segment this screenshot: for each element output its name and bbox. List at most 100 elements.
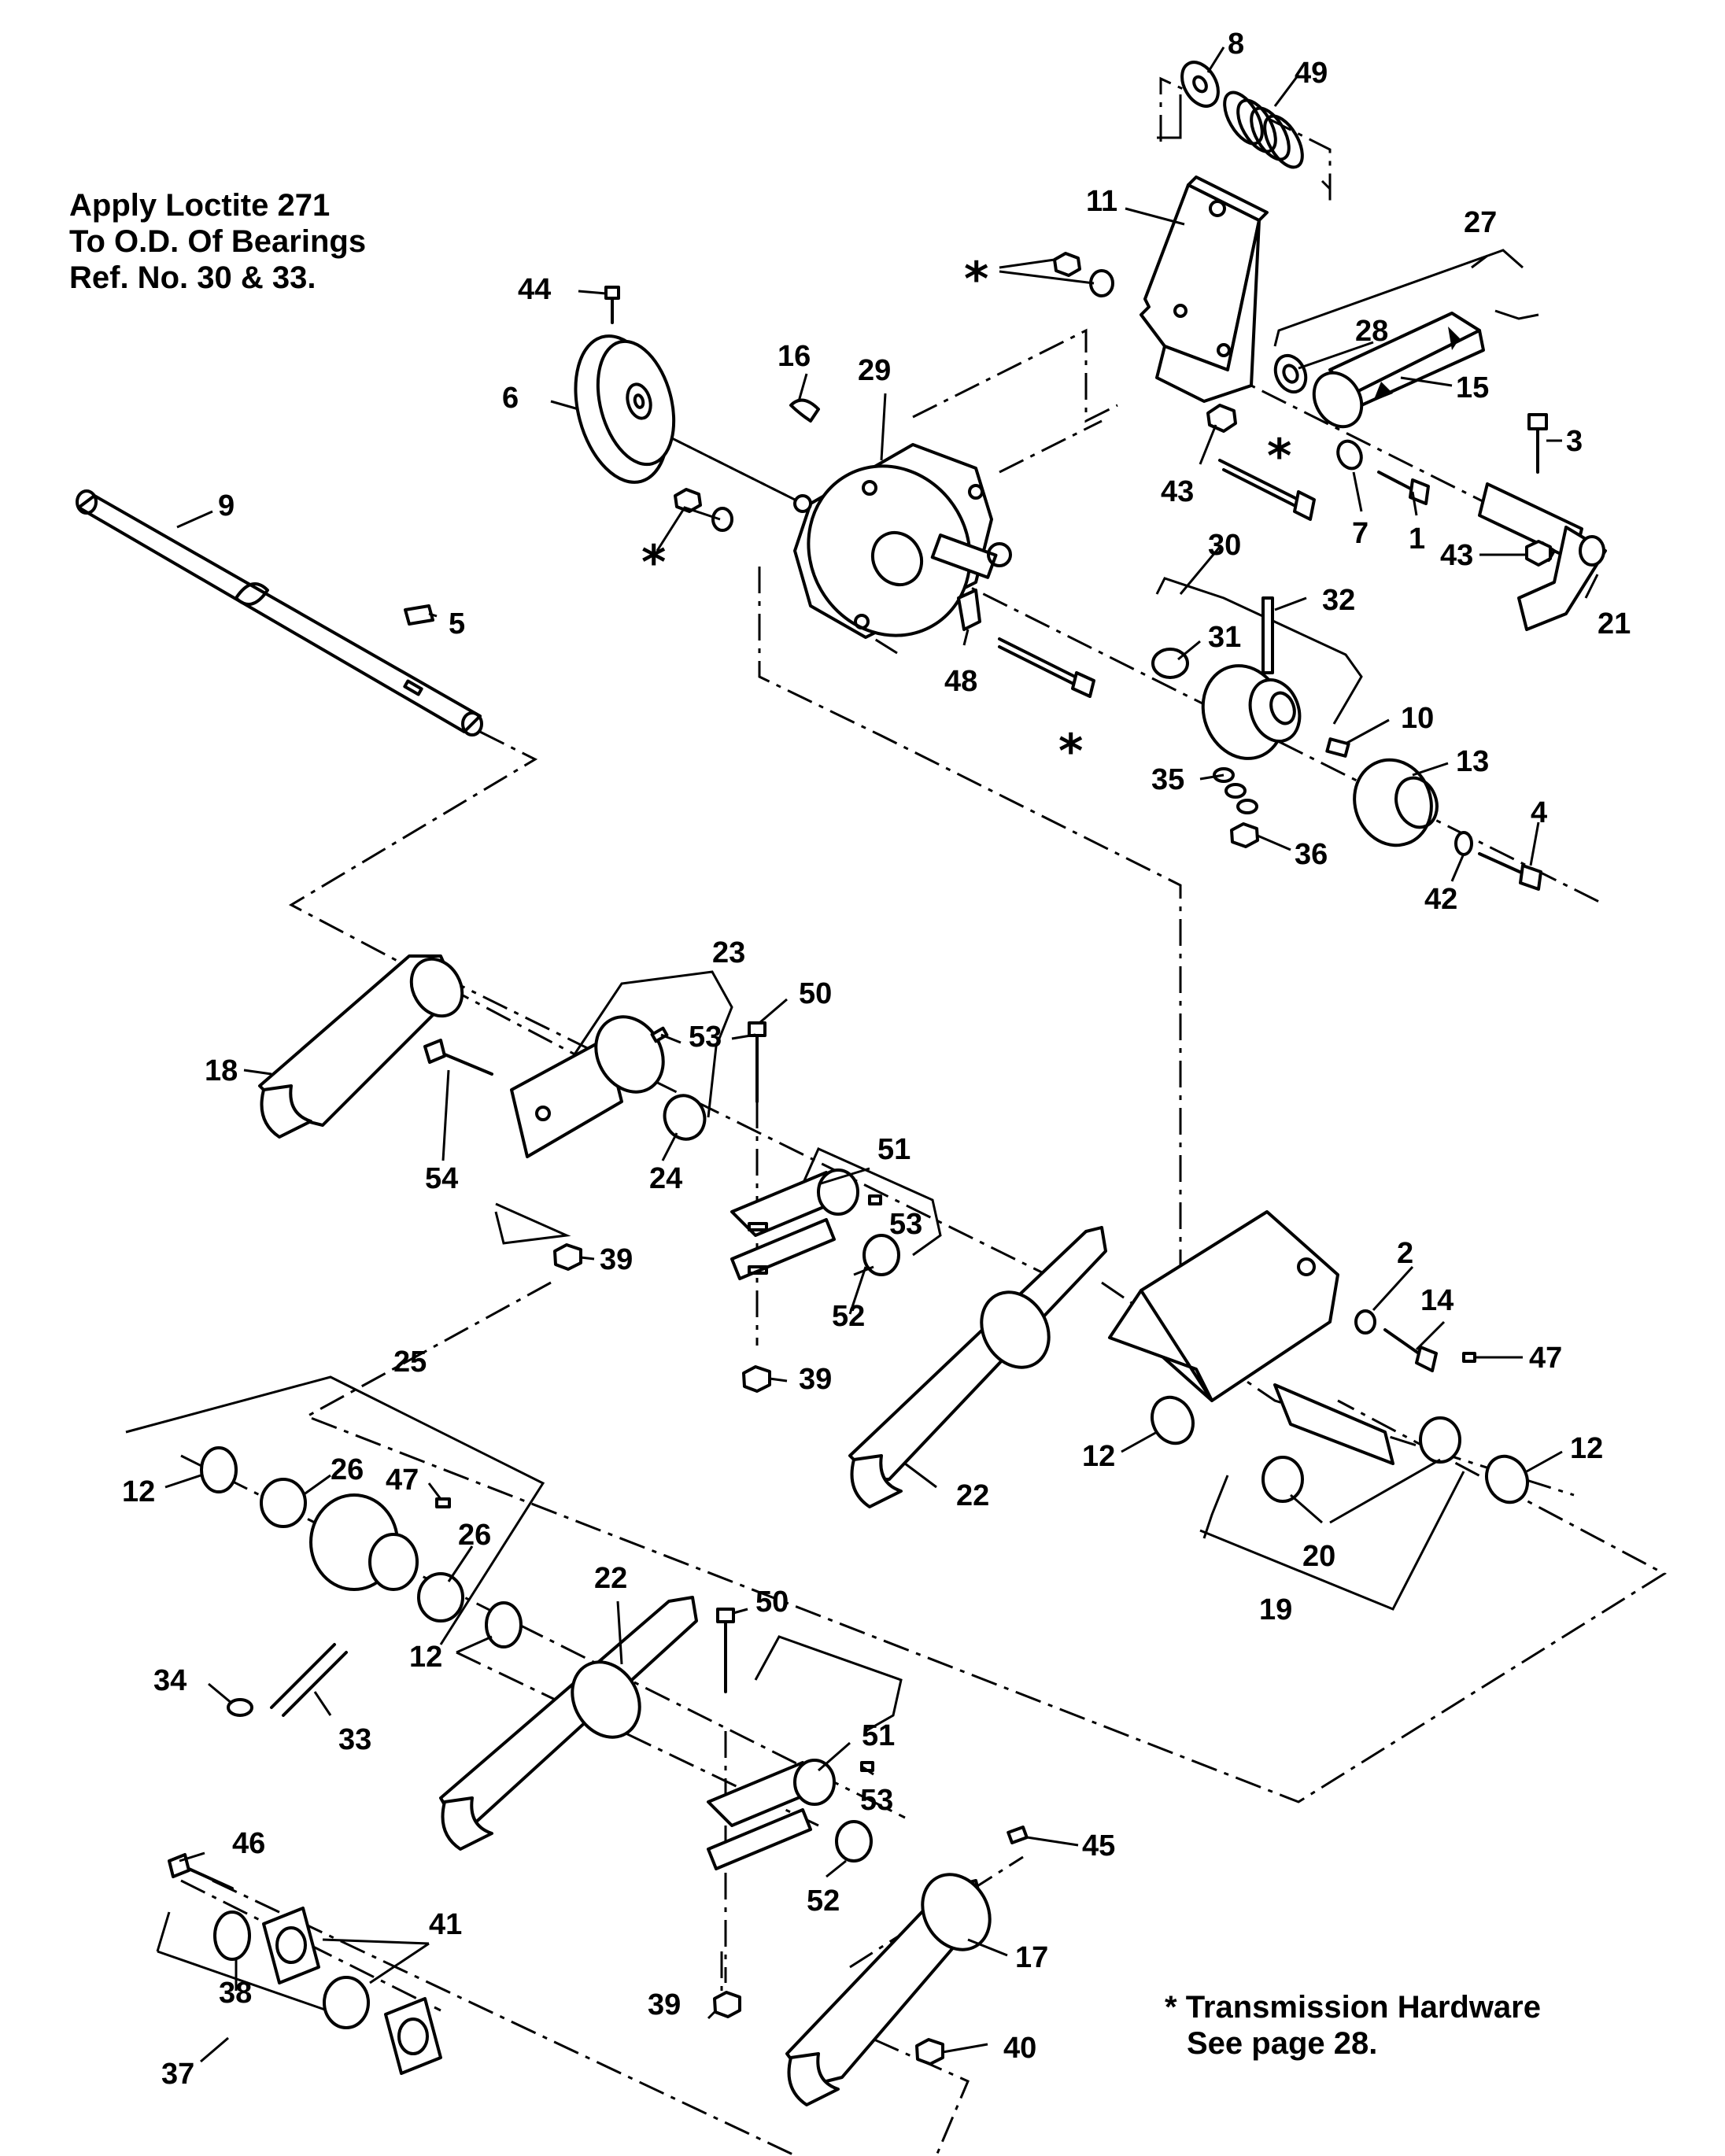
bracket-51a	[730, 1168, 859, 1280]
arm-18	[258, 954, 464, 1139]
chain-33	[270, 1643, 348, 1717]
callout-30: 30	[1208, 529, 1241, 562]
bushing-31	[1151, 648, 1189, 679]
bushing-24	[663, 1094, 707, 1141]
loctite-note-line-3: Ref. No. 30 & 33.	[69, 260, 316, 295]
callout-39a: 39	[600, 1243, 633, 1276]
bushing-12a	[1151, 1395, 1195, 1445]
grease-fitting-53c	[868, 1194, 882, 1205]
grease-fitting-53a	[650, 1026, 669, 1043]
parts	[76, 61, 1607, 2106]
callout-37: 37	[161, 2058, 194, 2091]
gearbox-29	[793, 443, 1012, 639]
bracket-23	[510, 1015, 665, 1158]
star-hardware-bolt: *	[1267, 429, 1291, 484]
callout-12b: 12	[1570, 1432, 1603, 1465]
bushing-20b	[1419, 1416, 1461, 1464]
callout-12c: 12	[122, 1475, 155, 1508]
callout-54: 54	[425, 1162, 458, 1195]
callout-4: 4	[1531, 796, 1547, 829]
hardware-note-line-2: See page 28.	[1187, 2026, 1378, 2061]
bolt-4	[1478, 852, 1542, 891]
bracket-11	[1140, 175, 1269, 403]
nut-39a	[553, 1243, 582, 1271]
arm-17	[785, 1873, 992, 2106]
callout-11: 11	[1086, 185, 1117, 218]
callout-47b: 47	[386, 1464, 419, 1497]
bushing-12b	[1485, 1454, 1529, 1504]
arm-22a	[848, 1226, 1107, 1508]
key-5	[404, 604, 434, 626]
callout-13: 13	[1456, 745, 1489, 778]
pin-32	[1261, 596, 1274, 674]
spacer-7	[1336, 439, 1363, 471]
callout-19: 19	[1259, 1593, 1292, 1626]
callout-12d: 12	[409, 1641, 442, 1674]
callout-10: 10	[1401, 702, 1434, 735]
callout-35: 35	[1151, 763, 1184, 796]
bolt-1	[1377, 471, 1430, 505]
callout-7: 7	[1352, 517, 1369, 550]
grease-fitting-47a	[1462, 1352, 1476, 1363]
callout-14: 14	[1420, 1284, 1454, 1317]
star-hardware-upper: *	[964, 252, 988, 307]
loctite-note: Apply Loctite 271 To O.D. Of Bearings Re…	[69, 187, 366, 296]
washer-42	[1454, 831, 1473, 856]
callout-36: 36	[1295, 838, 1328, 871]
callout-2: 2	[1397, 1237, 1413, 1270]
key-16	[789, 398, 820, 423]
callout-44: 44	[518, 273, 551, 306]
callout-12a: 12	[1082, 1440, 1115, 1473]
nut-40	[915, 2038, 944, 2066]
group-brackets	[125, 94, 1539, 2016]
coupler-13	[1353, 758, 1439, 847]
callout-24: 24	[649, 1162, 682, 1195]
callout-21: 21	[1598, 607, 1631, 641]
callout-41: 41	[429, 1908, 462, 1941]
callout-18: 18	[205, 1054, 238, 1087]
key-10	[1325, 737, 1350, 758]
callout-3: 3	[1566, 425, 1583, 458]
loctite-note-line-1: Apply Loctite 271	[69, 188, 331, 223]
callout-22b: 22	[594, 1562, 627, 1595]
callout-50b: 50	[755, 1586, 789, 1619]
callout-numbers: 8 49 11 27 28 15 3 7 1 43 21 43 16 29 6 …	[122, 28, 1631, 2091]
callout-51b: 51	[862, 1719, 895, 1752]
setscrew-44	[604, 286, 620, 324]
callout-43-right: 43	[1440, 539, 1473, 572]
callout-46: 46	[232, 1827, 265, 1860]
callout-15: 15	[1456, 371, 1489, 404]
callout-31: 31	[1208, 621, 1241, 654]
chain-link-35	[1213, 767, 1258, 814]
bolt-46	[168, 1853, 234, 1890]
callout-1: 1	[1409, 522, 1425, 556]
callout-51a: 51	[877, 1133, 911, 1166]
callout-20: 20	[1302, 1540, 1335, 1573]
callout-23: 23	[712, 936, 745, 969]
washer-8	[1180, 61, 1220, 108]
arm-21	[1478, 482, 1607, 631]
bolt-50b	[716, 1608, 735, 1693]
bolt-3	[1527, 413, 1548, 474]
callout-45: 45	[1082, 1829, 1115, 1863]
callout-49: 49	[1295, 57, 1328, 90]
bolt-54	[423, 1039, 493, 1076]
hardware-symbol: *	[1165, 1990, 1177, 2025]
callout-38: 38	[219, 1977, 252, 2010]
nut-43-upper	[1206, 404, 1237, 433]
callout-32: 32	[1322, 584, 1355, 617]
callout-16: 16	[778, 340, 811, 373]
nut-39c	[713, 1991, 741, 2018]
callout-34: 34	[153, 1664, 187, 1697]
callout-22a: 22	[956, 1479, 989, 1512]
spring-49	[1223, 90, 1304, 169]
star-hardware-left: *	[641, 535, 666, 590]
callout-33: 33	[338, 1723, 371, 1756]
setscrew-45	[1007, 1826, 1029, 1844]
callout-52b: 52	[807, 1885, 840, 1918]
nut-washer-left	[674, 488, 733, 532]
pulley-6	[574, 334, 676, 484]
sprocket-assembly-25	[260, 1478, 464, 1623]
callout-53a: 53	[689, 1021, 722, 1054]
callout-25: 25	[393, 1346, 427, 1379]
